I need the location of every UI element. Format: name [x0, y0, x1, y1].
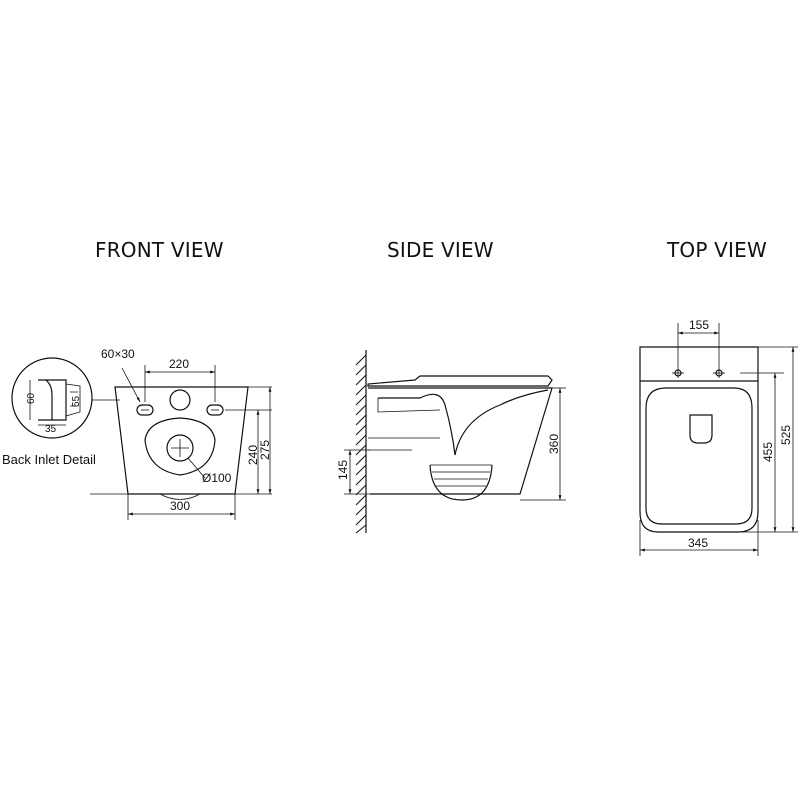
fixing-spacing-220: 220 [169, 357, 189, 371]
side-body [368, 387, 553, 495]
height-275: 275 [258, 440, 272, 460]
top-outline [639, 346, 759, 533]
back-inlet-detail: 60 55 35 Back Inlet Detail [2, 357, 120, 467]
top-fixing-holes [672, 368, 725, 378]
top-outlet [689, 414, 713, 444]
front-view: 60 55 35 Back Inlet Detail 60×30 220 Ø10… [2, 347, 272, 520]
front-fixing-slot-left [136, 404, 154, 416]
front-fixing-slot-right [206, 404, 224, 416]
top-inner-bowl [645, 387, 753, 525]
side-height-360: 360 [547, 434, 561, 454]
outlet-diameter: Ø100 [202, 471, 232, 485]
height-240: 240 [246, 445, 260, 465]
top-view: 155 455 525 345 [639, 318, 798, 556]
back-inlet-detail-label: Back Inlet Detail [2, 452, 96, 467]
detail-dim-60: 60 [26, 392, 37, 404]
top-view-title: TOP VIEW [667, 238, 767, 262]
width-300: 300 [170, 499, 190, 513]
side-view: 360 145 [336, 350, 566, 534]
front-inlet-hole [169, 389, 191, 411]
front-outlet-hole [166, 434, 194, 462]
top-length-525: 525 [779, 425, 793, 445]
slot-dimension: 60×30 [101, 347, 135, 361]
top-length-455: 455 [761, 442, 775, 462]
wall-hatching [355, 354, 367, 534]
front-seat-ring [144, 417, 216, 476]
detail-dim-55: 55 [71, 395, 82, 407]
top-fixing-155: 155 [689, 318, 709, 332]
detail-dim-35: 35 [45, 424, 57, 435]
side-view-title: SIDE VIEW [387, 238, 494, 262]
front-view-title: FRONT VIEW [95, 238, 224, 262]
side-offset-145: 145 [336, 460, 350, 480]
side-seat [367, 375, 553, 387]
top-width-345: 345 [688, 536, 708, 550]
